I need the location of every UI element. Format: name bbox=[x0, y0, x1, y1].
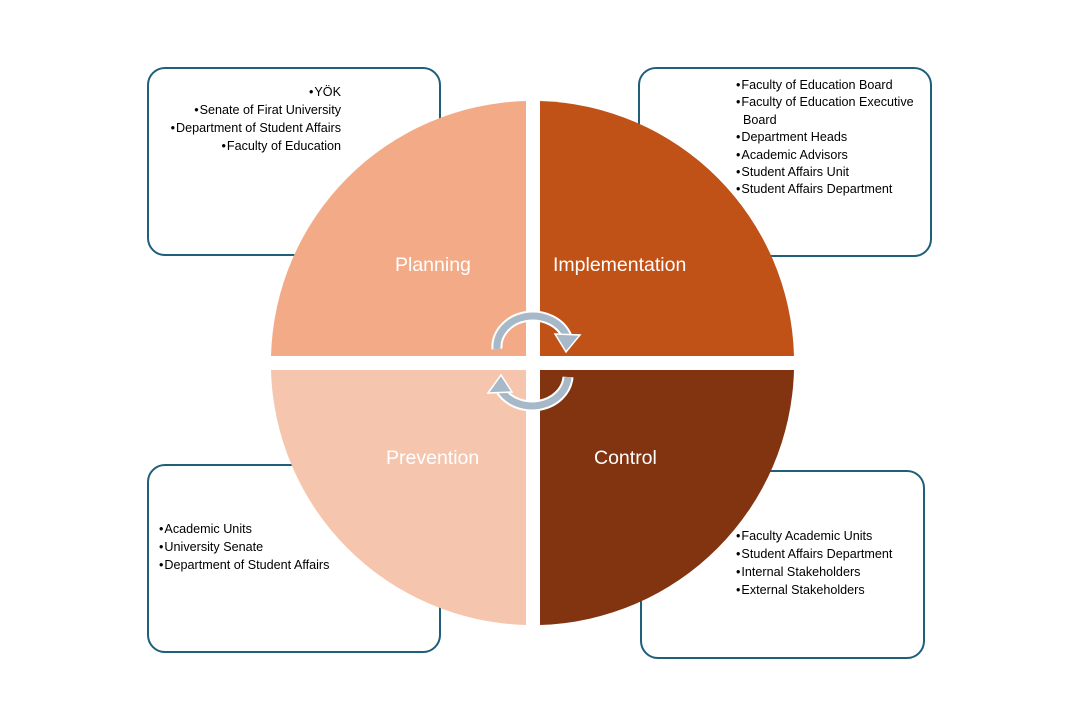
list-item: •Faculty of Education bbox=[221, 139, 341, 153]
implementation-label: Implementation bbox=[553, 254, 687, 276]
control-quadrant bbox=[540, 370, 794, 625]
list-item: •Academic Units bbox=[159, 522, 252, 536]
list-item: •Faculty of Education Board bbox=[736, 78, 893, 92]
list-item: •Student Affairs Department bbox=[736, 547, 893, 561]
list-item: •Senate of Firat University bbox=[194, 103, 341, 117]
planning-quadrant bbox=[271, 101, 526, 356]
list-item: •Department of Student Affairs bbox=[159, 558, 330, 572]
prevention-label: Prevention bbox=[386, 447, 480, 469]
list-item: •Internal Stakeholders bbox=[736, 565, 861, 579]
list-item: •Student Affairs Unit bbox=[736, 165, 849, 180]
cycle-arrow-top-icon bbox=[491, 310, 582, 354]
control-stakeholder-list: •Faculty Academic Units •Student Affairs… bbox=[736, 527, 921, 599]
list-item: •Faculty of Education Executive Board bbox=[736, 95, 914, 127]
list-item: •Faculty Academic Units bbox=[736, 529, 873, 543]
planning-label: Planning bbox=[395, 254, 471, 276]
list-item: •Department of Student Affairs bbox=[170, 121, 341, 135]
list-item: •Academic Advisors bbox=[736, 147, 848, 162]
implementation-stakeholder-list: •Faculty of Education Board •Faculty of … bbox=[736, 77, 926, 199]
cycle-arrow-bottom-icon bbox=[486, 373, 574, 412]
prevention-stakeholder-list: •Academic Units •University Senate •Depa… bbox=[159, 520, 429, 574]
list-item: •External Stakeholders bbox=[736, 583, 865, 597]
list-item: •YÖK bbox=[308, 85, 341, 99]
list-item: •Department Heads bbox=[736, 130, 848, 145]
prevention-quadrant bbox=[271, 370, 526, 625]
list-item: •University Senate bbox=[159, 540, 264, 554]
list-item: •Student Affairs Department bbox=[736, 182, 893, 197]
control-label: Control bbox=[594, 447, 657, 469]
implementation-quadrant bbox=[540, 101, 794, 356]
planning-stakeholder-list: •YÖK •Senate of Firat University •Depart… bbox=[81, 83, 341, 155]
